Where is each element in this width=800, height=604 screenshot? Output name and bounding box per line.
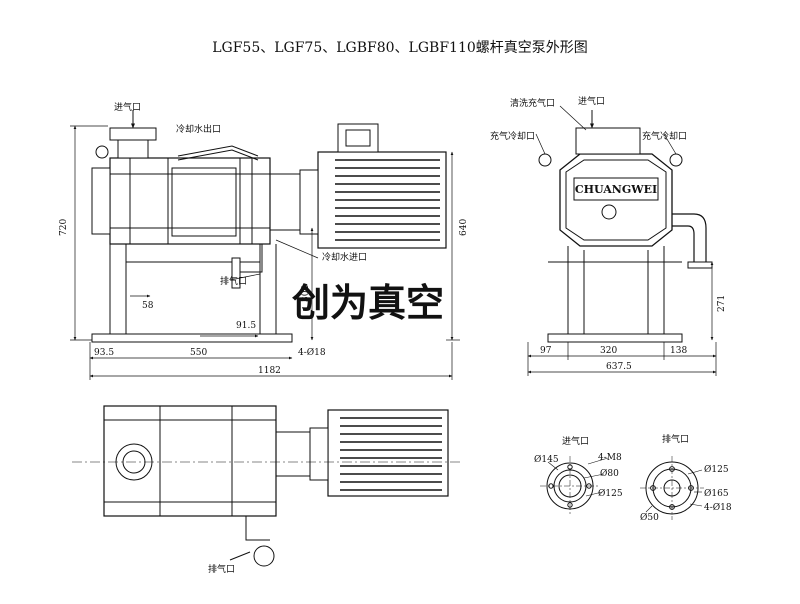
dim-320: 320 — [600, 346, 617, 356]
front-inlet-flange — [109, 127, 157, 141]
inlet-holes: 4-M8 — [598, 453, 622, 463]
dim-304: 304 — [301, 285, 311, 302]
side-brand-plate — [573, 177, 659, 201]
dim-4-holes: 4-Ø18 — [298, 347, 326, 358]
brand-plate-text: CHUANGWEI — [575, 183, 657, 196]
front-inlet-label: 进气口 — [114, 101, 141, 113]
exhaust-holes: 4-Ø18 — [704, 502, 732, 513]
dim-550: 550 — [190, 348, 207, 358]
front-coupling — [267, 173, 301, 231]
exhaust-d-pcd: Ø125 — [704, 464, 729, 475]
front-terminal-box — [337, 123, 379, 153]
exhaust-d-inner: Ø50 — [640, 512, 659, 523]
front-cooling-out-label: 冷却水出口 — [176, 123, 221, 135]
front-pump-body — [109, 157, 271, 245]
dim-58: 58 — [142, 301, 154, 311]
exhaust-flange-labels: 排气口 Ø125 Ø165 Ø50 4-Ø18 — [640, 433, 732, 523]
drawing-title: LGF55、LGF75、LGBF80、LGBF110螺杆真空泵外形图 — [212, 40, 588, 56]
inlet-d-outer: Ø145 — [534, 454, 559, 465]
dim-640: 640 — [459, 219, 469, 236]
top-view — [72, 405, 460, 567]
front-cooling-in-label: 冷却水进口 — [322, 251, 367, 263]
side-purge-label: 清洗充气口 — [510, 97, 555, 109]
inlet-flange-title: 进气口 — [562, 435, 589, 447]
side-fill-cool-right-label: 充气冷却口 — [642, 130, 687, 142]
inlet-d-pcd: Ø125 — [598, 488, 623, 499]
side-fill-cool-left-label: 充气冷却口 — [490, 130, 535, 142]
front-motor-fins — [335, 159, 440, 241]
dim-138: 138 — [670, 346, 687, 356]
top-coupling — [269, 431, 311, 477]
dim-97: 97 — [540, 346, 552, 356]
top-motor-fins — [340, 417, 442, 491]
watermark-text: 创为真空 — [292, 281, 444, 325]
front-base — [91, 333, 293, 343]
exhaust-d-outer: Ø165 — [704, 488, 729, 499]
front-exhaust-label: 排气口 — [220, 275, 247, 287]
top-motor — [327, 409, 449, 497]
dim-720: 720 — [59, 219, 69, 236]
top-exhaust-label: 排气口 — [208, 563, 235, 575]
front-view-labels: 进气口 冷却水出口 冷却水进口 排气口 720 640 304 58 91.5 … — [59, 101, 469, 376]
dim-271: 271 — [717, 295, 727, 312]
front-motor-flange — [299, 169, 319, 235]
dim-91-5: 91.5 — [236, 321, 256, 331]
inlet-d-inner: Ø80 — [600, 468, 619, 479]
side-base — [547, 333, 683, 343]
exhaust-flange-title: 排气口 — [662, 433, 689, 445]
exhaust-flange-detail — [640, 456, 704, 520]
front-view — [70, 110, 460, 380]
front-inlet-pipe — [117, 139, 149, 159]
inlet-flange-detail — [540, 456, 609, 516]
front-end-cover — [91, 167, 111, 235]
side-view-labels: 进气口 清洗充气口 充气冷却口 充气冷却口 271 97 320 138 637… — [490, 95, 727, 372]
side-top-block — [575, 127, 641, 155]
side-dimensions — [527, 105, 717, 376]
side-inlet-label: 进气口 — [578, 95, 605, 107]
inlet-flange-labels: 进气口 Ø145 4-M8 Ø80 Ø125 — [534, 435, 623, 499]
dim-637-5: 637.5 — [606, 362, 632, 372]
side-view — [527, 105, 717, 376]
dim-93-5: 93.5 — [94, 348, 114, 358]
dim-1182: 1182 — [258, 366, 281, 376]
front-dimensions — [70, 125, 460, 380]
